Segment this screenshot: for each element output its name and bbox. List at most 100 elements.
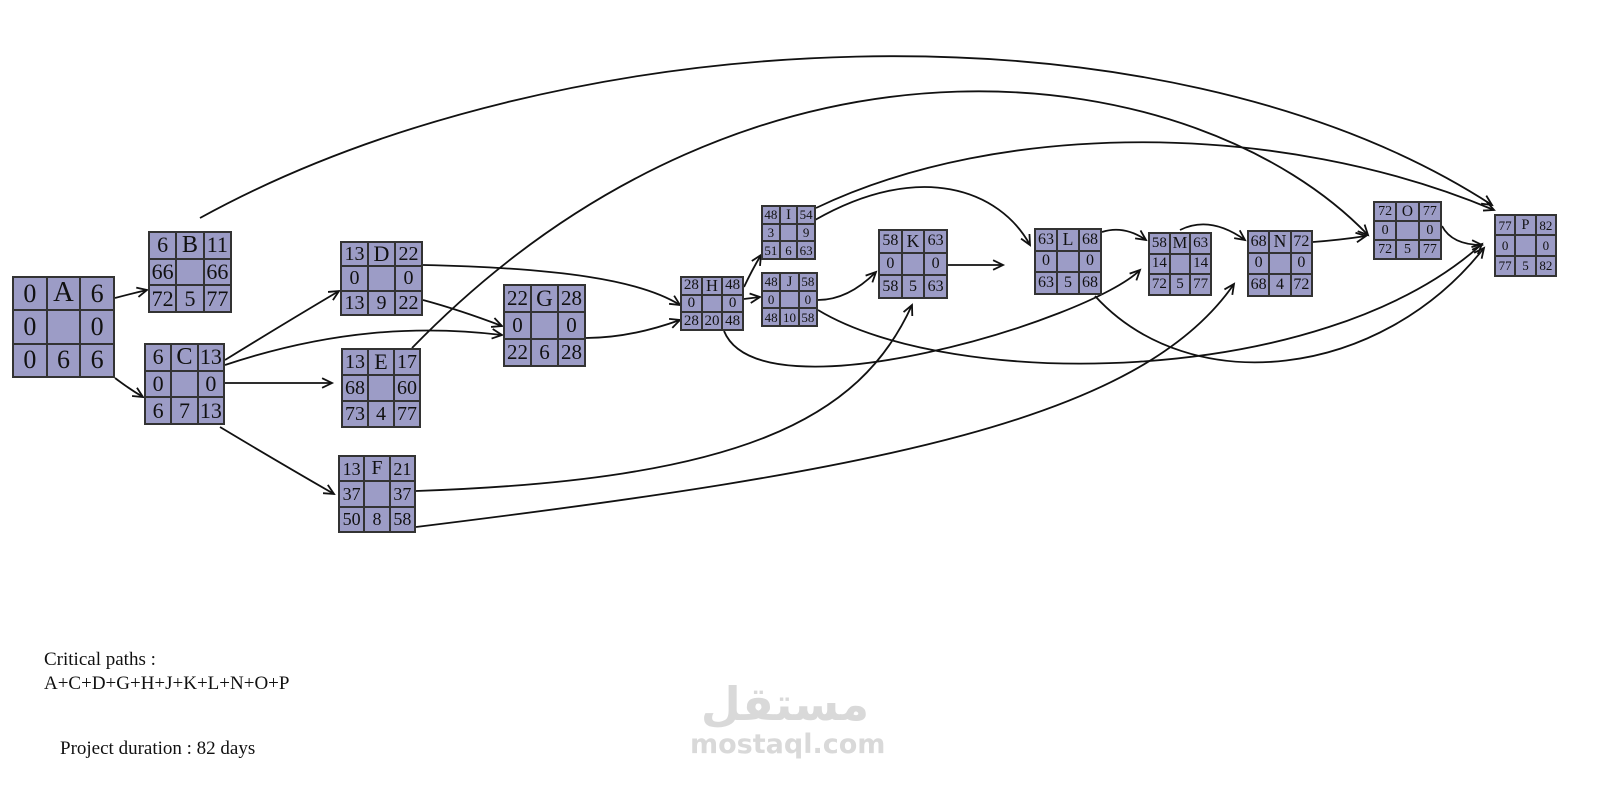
total-float-cell: 68 [342,375,368,401]
late-start-cell: 77 [1495,255,1516,276]
arrowhead-c-to-d [327,289,341,301]
arrow-i-to-p [815,141,1495,211]
duration-cell: 4 [1269,274,1291,296]
duration-cell: 9 [368,290,395,315]
center-cell [368,375,394,401]
free-float-cell: 66 [203,258,231,286]
early-start-cell: 22 [504,285,531,312]
project-duration: Project duration : 82 days [60,738,256,759]
arrow-h-to-i [743,254,762,288]
activity-name-cell: K [901,230,925,253]
center-cell [46,310,81,344]
center-cell [1169,253,1191,275]
free-float-cell: 0 [558,312,585,339]
total-float-cell: 0 [762,290,781,309]
duration-cell: 5 [1057,272,1079,294]
duration-cell: 7 [171,397,198,424]
arrowhead-l-to-m [1134,230,1148,242]
arrow-c-to-f [219,426,335,495]
arrowhead-f-to-n [1223,282,1236,296]
early-finish-cell: 58 [798,273,817,291]
activity-name-cell: M [1169,233,1191,254]
activity-name-cell: N [1269,231,1291,253]
early-finish-cell: 13 [197,344,224,371]
total-float-cell: 3 [762,223,780,242]
early-start-cell: 48 [762,273,781,291]
early-start-cell: 6 [145,344,172,371]
free-float-cell: 0 [80,310,114,344]
arrow-j-to-k [817,271,877,301]
late-start-cell: 72 [149,285,177,312]
arrow-i-to-l [814,186,1031,246]
center-cell [176,258,204,286]
arrow-n-to-o [1312,235,1367,243]
late-start-cell: 48 [762,308,781,326]
late-finish-cell: 58 [798,308,817,326]
free-float-cell: 0 [1290,252,1312,275]
center-cell [779,223,798,242]
watermark-url: mostaql.com [690,729,886,760]
activity-name-cell: E [368,349,394,375]
late-finish-cell: 77 [1190,274,1211,295]
arrowhead-m-to-n [1234,229,1247,242]
arrow-m-to-n [1179,223,1246,241]
duration-cell: 5 [1169,274,1191,295]
duration-cell: 8 [364,506,390,532]
early-start-cell: 0 [13,277,47,311]
arrow-j-to-p [817,243,1483,365]
late-start-cell: 51 [762,241,780,259]
free-float-cell: 14 [1190,253,1211,275]
free-float-cell: 9 [797,223,815,242]
late-start-cell: 73 [342,401,368,427]
total-float-cell: 0 [145,370,172,398]
total-float-cell: 0 [681,294,702,313]
arrow-c-to-d [224,290,340,361]
late-start-cell: 22 [504,339,531,366]
free-float-cell: 0 [197,370,224,398]
free-float-cell: 0 [1079,250,1101,273]
early-start-cell: 58 [879,230,902,253]
total-float-cell: 0 [13,310,47,344]
free-float-cell: 0 [722,294,743,313]
arrow-d-to-g [422,299,503,327]
early-start-cell: 68 [1248,231,1270,253]
duration-cell: 20 [701,312,723,330]
duration-cell: 5 [901,275,925,298]
early-finish-cell: 54 [797,206,815,224]
activity-name-cell: D [368,242,395,267]
early-start-cell: 13 [342,349,368,375]
arrowhead-i-to-p [1482,201,1496,212]
activity-name-cell: I [779,206,798,224]
duration-cell: 6 [46,343,81,377]
arrowhead-a-to-b [136,286,150,298]
late-finish-cell: 48 [722,312,743,330]
early-finish-cell: 17 [394,349,420,375]
center-cell [171,370,198,398]
early-start-cell: 72 [1374,202,1397,221]
center-cell [901,252,925,276]
early-start-cell: 6 [149,232,177,259]
free-float-cell: 0 [1535,235,1556,256]
arrow-e-to-o [411,90,1369,349]
early-finish-cell: 63 [924,230,947,253]
activity-name-cell: L [1057,229,1079,251]
center-cell [368,266,395,291]
arrowhead-f-to-k [902,303,914,317]
duration-cell: 6 [779,241,798,259]
arrow-l-to-m [1101,228,1147,241]
center-cell [780,290,799,309]
late-start-cell: 58 [879,275,902,298]
total-float-cell: 37 [339,481,365,507]
total-float-cell: 14 [1149,253,1170,275]
early-finish-cell: 28 [558,285,585,312]
arrowhead-n-to-o [1355,231,1369,243]
